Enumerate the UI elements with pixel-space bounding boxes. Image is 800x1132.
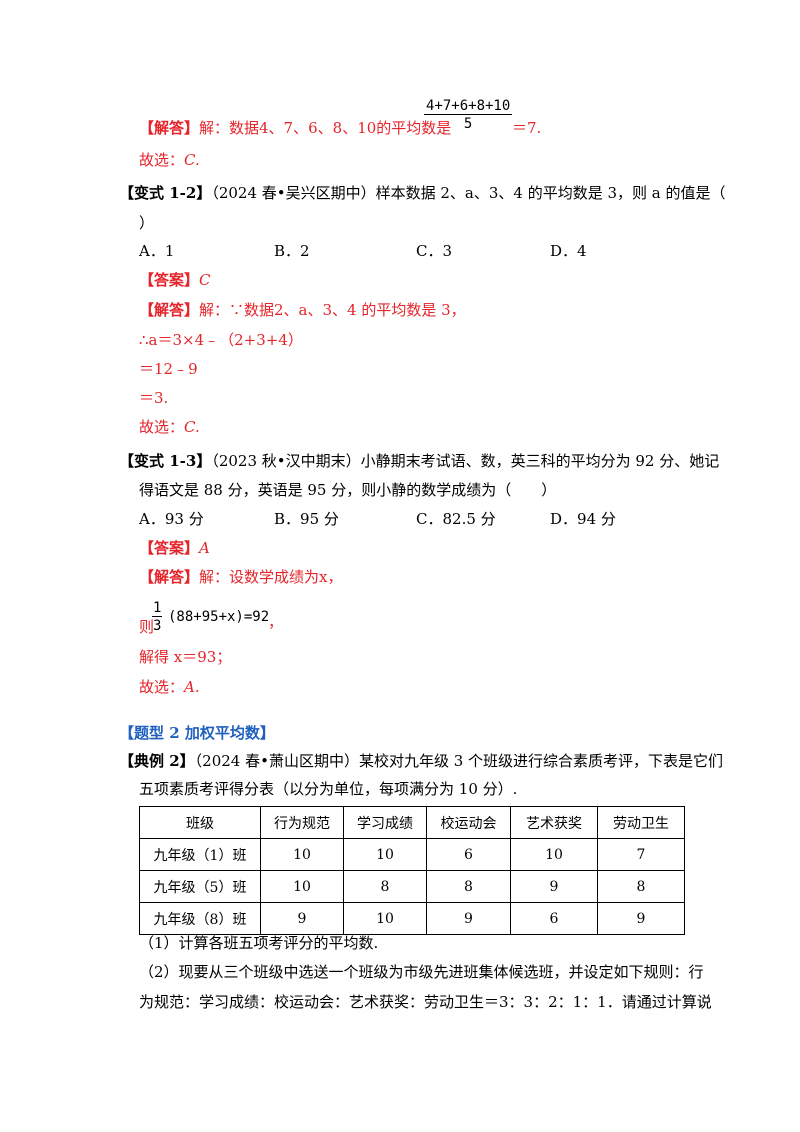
choice-value: A.: [184, 678, 200, 696]
answer-label: 【答案】: [139, 271, 200, 289]
table-cell: 10: [260, 870, 344, 903]
table-row: 九年级（8）班 9 10 9 6 9: [139, 902, 685, 935]
answer-label: 【答案】: [139, 539, 200, 557]
table-cell: 10: [343, 902, 427, 935]
choice-value: C.: [184, 151, 200, 169]
table-cell: 九年级（8）班: [139, 902, 261, 935]
table-cell: 7: [597, 838, 685, 871]
table-cell: 8: [426, 870, 511, 903]
answer-result: ＝7.: [512, 119, 542, 137]
variant-1-3-solution: 【解答】解：设数学成绩为x，: [139, 567, 342, 587]
fraction-numerator: 4+7+6+8+10: [424, 98, 513, 115]
choice-prefix: 故选：: [139, 418, 185, 436]
variant-1-2-question-end: ）: [139, 214, 155, 232]
fraction-denominator: 3: [153, 618, 162, 634]
solution-tag: 【解答】: [139, 301, 200, 319]
table-cell: 10: [260, 838, 344, 871]
table-cell: 9: [597, 902, 685, 935]
table-cell: 6: [510, 902, 598, 935]
variant-1-3-option-b: B．95 分: [274, 510, 339, 528]
example-2-question: 【典例 2】（2024 春•萧山区期中）某校对九年级 3 个班级进行综合素质考评…: [119, 751, 723, 771]
table-cell: 10: [510, 838, 598, 871]
example-2-tag: 【典例 2】: [119, 752, 195, 770]
table-cell: 10: [343, 838, 427, 871]
variant-1-3-comma: ，: [268, 613, 284, 631]
table-header-cell: 班级: [139, 806, 261, 839]
table-cell: 9: [426, 902, 511, 935]
answer-value: C: [199, 271, 211, 289]
average-fraction: 4+7+6+8+10 5: [424, 98, 513, 132]
variant-1-2-step3: ＝3.: [139, 389, 169, 407]
table-header-cell: 劳动卫生: [597, 806, 685, 839]
table-header-cell: 校运动会: [426, 806, 511, 839]
solution-text: 解：∵数据2、a、3、4 的平均数是 3，: [199, 301, 466, 319]
question-2: （2）现要从三个班级中选送一个班级为市级先进班集体候选班，并设定如下规则：行: [139, 963, 704, 981]
choice-prefix: 故选：: [139, 151, 185, 169]
table-header-cell: 艺术获奖: [510, 806, 598, 839]
answer-tag: 【解答】: [139, 119, 200, 137]
variant-1-3-expression: (88+95+x)=92: [168, 609, 270, 625]
variant-1-2-option-a: A．1: [139, 242, 175, 260]
answer-value: A: [199, 539, 210, 557]
variant-1-3-answer: 【答案】A: [139, 538, 210, 558]
variant-1-2-option-c: C．3: [416, 242, 453, 260]
table-cell: 9: [260, 902, 344, 935]
variant-1-2-step1: ∴a＝3×4﹣（2+3+4）: [139, 331, 303, 349]
variant-1-2-step2: ＝12﹣9: [139, 360, 198, 378]
variant-1-3-tag: 【变式 1-3】: [119, 452, 212, 470]
table-row: 九年级（5）班 10 8 8 9 8: [139, 870, 685, 903]
table-cell: 九年级（1）班: [139, 838, 261, 871]
section-2-title: 【题型 2 加权平均数】: [119, 724, 275, 742]
variant-1-3-choice: 故选：A.: [139, 677, 200, 697]
variant-1-3-question: 【变式 1-3】（2023 秋•汉中期末）小静期末考试语、数，英三科的平均分为 …: [119, 451, 719, 471]
table-cell: 8: [343, 870, 427, 903]
example-2-text: （2024 春•萧山区期中）某校对九年级 3 个班级进行综合素质考评，下表是它们: [194, 752, 724, 770]
table-cell: 6: [426, 838, 511, 871]
answer-text: 解：数据4、7、6、8、10的平均数是: [199, 119, 452, 137]
choice-value: C.: [184, 418, 200, 436]
solution-tag: 【解答】: [139, 568, 200, 586]
fraction-denominator: 5: [463, 116, 473, 132]
variant-1-3-option-a: A．93 分: [139, 510, 204, 528]
variant-1-3-step1: 解得 x＝93；: [139, 648, 232, 666]
table-cell: 九年级（5）班: [139, 870, 261, 903]
question-1: （1）计算各班五项考评分的平均数.: [139, 934, 379, 952]
choice-line: 故选：C.: [139, 150, 200, 170]
variant-1-3-question-line2: 得语文是 88 分，英语是 95 分，则小静的数学成绩为（ ）: [139, 481, 557, 499]
question-2-line2: 为规范：学习成绩：校运动会：艺术获奖：劳动卫生＝3：3：2：1：1．请通过计算说: [139, 993, 712, 1011]
table-header-row: 班级 行为规范 学习成绩 校运动会 艺术获奖 劳动卫生: [139, 806, 685, 839]
score-table: 班级 行为规范 学习成绩 校运动会 艺术获奖 劳动卫生 九年级（1）班 10 1…: [139, 806, 685, 935]
variant-1-2-answer: 【答案】C: [139, 270, 211, 290]
choice-prefix: 故选：: [139, 678, 185, 696]
variant-1-3-option-c: C．82.5 分: [416, 510, 496, 528]
variant-1-2-tag: 【变式 1-2】: [119, 184, 212, 202]
variant-1-2-question: 【变式 1-2】（2024 春•吴兴区期中）样本数据 2、a、3、4 的平均数是…: [119, 183, 726, 203]
table-header-cell: 行为规范: [260, 806, 344, 839]
table-row: 九年级（1）班 10 10 6 10 7: [139, 838, 685, 871]
solution-text: 解：设数学成绩为x，: [199, 568, 343, 586]
fraction-numerator: 1: [152, 600, 163, 617]
table-cell: 8: [597, 870, 685, 903]
variant-1-3-option-d: D．94 分: [550, 510, 616, 528]
table-cell: 9: [510, 870, 598, 903]
variant-1-2-choice: 故选：C.: [139, 417, 200, 437]
table-header-cell: 学习成绩: [343, 806, 427, 839]
variant-1-3-text: （2023 秋•汉中期末）小静期末考试语、数，英三科的平均分为 92 分、她记: [211, 452, 720, 470]
variant-1-3-ze: 则: [139, 618, 155, 636]
answer-line: 【解答】解：数据4、7、6、8、10的平均数是: [139, 118, 451, 138]
variant-1-2-text: （2024 春•吴兴区期中）样本数据 2、a、3、4 的平均数是 3，则 a 的…: [211, 184, 726, 202]
variant-1-2-option-b: B．2: [274, 242, 310, 260]
variant-1-2-solution: 【解答】解：∵数据2、a、3、4 的平均数是 3，: [139, 300, 466, 320]
one-third-fraction: 1 3: [152, 600, 163, 634]
example-2-line2: 五项素质考评得分表（以分为单位，每项满分为 10 分）.: [139, 780, 518, 798]
variant-1-2-option-d: D．4: [550, 242, 587, 260]
